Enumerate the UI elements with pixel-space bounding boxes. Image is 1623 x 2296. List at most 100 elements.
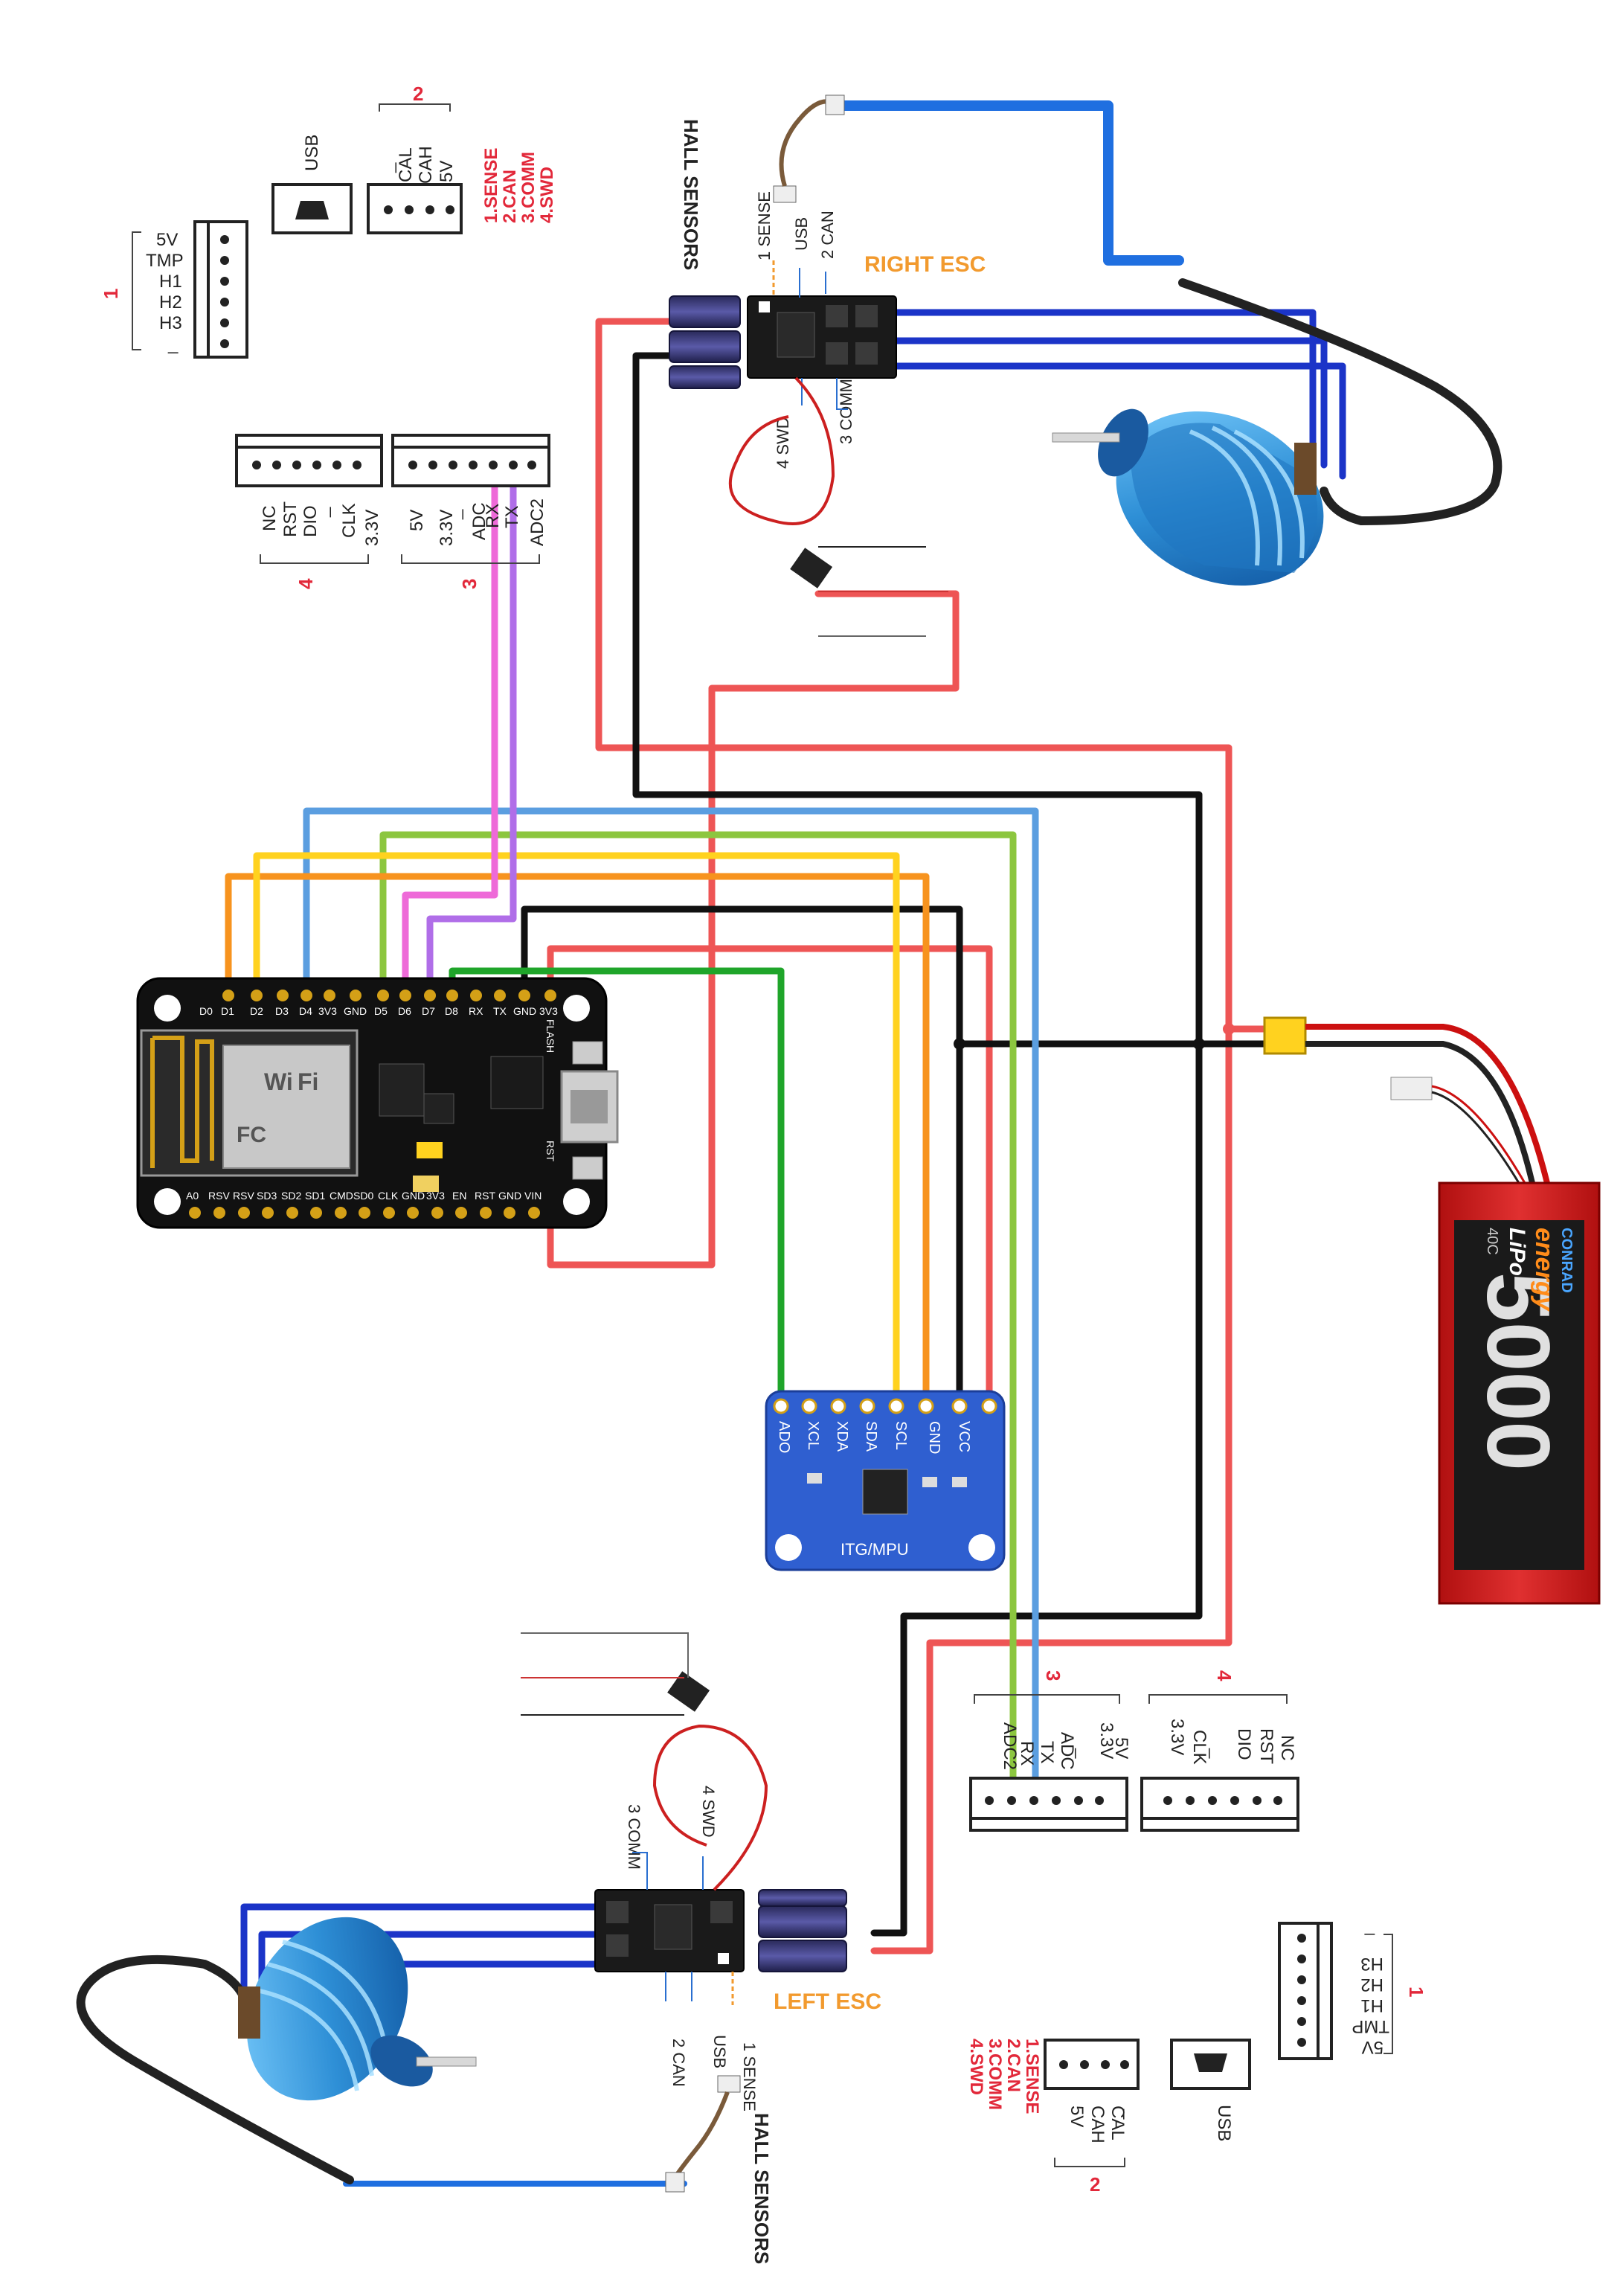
svg-text:VCC: VCC [956, 1421, 972, 1452]
right-hall-sensor-cable [832, 100, 1184, 266]
svg-text:RST: RST [475, 1190, 495, 1202]
left-esc-servo-plug [667, 1671, 710, 1712]
usb-port-shape-bottom [1194, 2053, 1227, 2072]
legend-mid: NC RST DIO _ CLK 3.3V 4 5V 3.3V _ ADC RX… [235, 434, 550, 589]
legend-mid-group3-number: 3 [458, 579, 481, 589]
legend-bottom-group4-number: 4 [1213, 1670, 1235, 1681]
svg-text:3V3: 3V3 [426, 1190, 445, 1202]
legend-bottom-notes: 1.SENSE 2.CAN 3.COMM 4.SWD [966, 2039, 1042, 2114]
mpu-pin-labels: INT ADO XCL XDA SDA SCL GND VCC [748, 1421, 972, 1454]
svg-text:TMP: TMP [1352, 2016, 1389, 2036]
nodemcu-rf-shield [222, 1045, 350, 1169]
legend-mid-group4-number: 4 [295, 578, 317, 589]
svg-text:RX: RX [1017, 1741, 1037, 1766]
svg-text:5V: 5V [1362, 2037, 1383, 2057]
right-motor-sensor-lead [1178, 278, 1503, 525]
legend-top-group1-labels: 5V TMP H1 H2 H3 _ [146, 230, 184, 354]
pink-wire-d6 [402, 452, 498, 999]
right-esc-can-label: 2 CAN [818, 211, 837, 259]
svg-text:3.3V: 3.3V [1167, 1719, 1187, 1755]
legend-top-group2-number: 2 [413, 83, 423, 105]
battery-capacity: 5000 [1468, 1272, 1568, 1471]
svg-text:_: _ [1122, 2109, 1142, 2120]
left-esc-usb-label: USB [710, 2035, 729, 2068]
svg-text:D2: D2 [250, 1005, 263, 1017]
red-wire-nodemcu-vin [547, 590, 960, 1269]
nodemcu-top-pin-holes [222, 990, 556, 1001]
right-esc-swd-loop [728, 376, 835, 525]
mpu-chip [862, 1469, 908, 1515]
svg-text:RSV: RSV [208, 1190, 230, 1202]
svg-text:H3: H3 [1360, 1954, 1383, 1974]
legend-bottom-group2-number: 2 [1090, 2173, 1100, 2196]
svg-text:EN: EN [452, 1190, 466, 1202]
svg-text:_: _ [1364, 1933, 1375, 1953]
pin-label: _ [377, 162, 397, 173]
pin-label: 5V [407, 510, 427, 531]
svg-text:D6: D6 [398, 1005, 411, 1017]
legend-bottom: 5V TMP H1 H2 H3 _ 1 USB _ CAL CAH 5V 2 1… [966, 1922, 1427, 2196]
svg-text:3V3: 3V3 [539, 1005, 558, 1017]
right-esc: RIGHT ESC 1 SENSE USB 2 CAN 4 SWD 3 COMM… [669, 94, 986, 637]
svg-text:SDA: SDA [863, 1421, 879, 1452]
svg-text:RSV: RSV [233, 1190, 254, 1202]
blue-wire-left-phase-a [240, 1903, 599, 1998]
nodemcu-board: D0 D1 D2 D3 D4 3V3 GND D5 D6 D7 D8 RX TX… [136, 977, 619, 1229]
left-esc-sense-label: 1 SENSE [740, 2042, 759, 2111]
legend-bottom-group2-labels: _ CAL CAH 5V [1067, 2106, 1142, 2143]
svg-text:3V3: 3V3 [318, 1005, 337, 1017]
pin-label: ADC [469, 502, 489, 540]
svg-text:CAH: CAH [1087, 2106, 1108, 2143]
junction-dot-1 [954, 1038, 965, 1050]
usb-icon-bottom [1170, 2039, 1251, 2090]
legend-bottom-group3-number: 3 [1042, 1670, 1064, 1681]
left-motor [238, 1917, 477, 2101]
legend-top-usb-label: USB [302, 135, 322, 171]
left-esc-can-label: 2 CAN [669, 2039, 688, 2087]
legend-mid-group3-labels: 5V 3.3V _ ADC RX TX ADC2 [407, 498, 547, 546]
right-esc-servo-plug [790, 548, 833, 589]
svg-text:NC: NC [1277, 1735, 1297, 1761]
battery-energy: energy [1530, 1228, 1558, 1312]
svg-text:TX: TX [1037, 1741, 1057, 1764]
pin-label: H3 [159, 313, 182, 333]
right-esc-capacitor [669, 295, 741, 328]
pin-label: 3.3V [362, 510, 382, 546]
pin-label: 5V [156, 230, 178, 250]
xt60-connector [1263, 1016, 1307, 1055]
battery-type: LiPo [1505, 1228, 1529, 1276]
legend-top-group2-labels: _ CAL CAH 5V [377, 146, 457, 184]
left-esc-capacitor [758, 1905, 847, 1938]
note-3: 3.COMM [518, 152, 539, 223]
svg-text:TX: TX [493, 1005, 507, 1017]
mpu-board: INT ADO XCL XDA SDA SCL GND VCC ITG/MPU [748, 1390, 1006, 1571]
left-esc: LEFT ESC 1 SENSE USB 2 CAN 4 SWD 3 COMM … [521, 1632, 881, 2264]
svg-text:H2: H2 [1360, 1975, 1383, 1995]
battery-brand: CONRAD [1558, 1228, 1575, 1293]
left-esc-swd-loop [652, 1724, 768, 1891]
right-esc-title: RIGHT ESC [864, 252, 986, 277]
lime-wire-d5 [379, 831, 1017, 1804]
svg-text:INT: INT [748, 1421, 764, 1445]
svg-text:3.COMM: 3.COMM [985, 2039, 1005, 2110]
svg-text:GND: GND [513, 1005, 536, 1017]
svg-text:VIN: VIN [524, 1190, 541, 1202]
svg-text:CMD: CMD [330, 1190, 353, 1202]
svg-text:D0: D0 [199, 1005, 213, 1017]
junction-dot-2 [1193, 1038, 1205, 1050]
legend-bottom-group3-labels: 5V 3.3V _ ADC TX RX ADC2 [1000, 1722, 1131, 1770]
nodemcu-flash-label: FLASH [544, 1019, 556, 1053]
nodemcu-antenna [150, 1036, 214, 1168]
pin-label: _ [312, 507, 332, 518]
left-esc-capacitor [758, 1889, 847, 1907]
note-1: 1.SENSE [481, 148, 501, 223]
legend-top-connector-2 [367, 183, 463, 234]
legend-bottom-group1-number: 1 [1405, 1986, 1427, 1997]
svg-text:D5: D5 [374, 1005, 388, 1017]
svg-text:D4: D4 [299, 1005, 312, 1017]
right-esc-comm-label: 3 COMM [837, 379, 855, 444]
legend-top-group1-number: 1 [100, 289, 122, 299]
legend-top-connector-1-pins [220, 235, 229, 348]
svg-text:4.SWD: 4.SWD [966, 2039, 986, 2095]
